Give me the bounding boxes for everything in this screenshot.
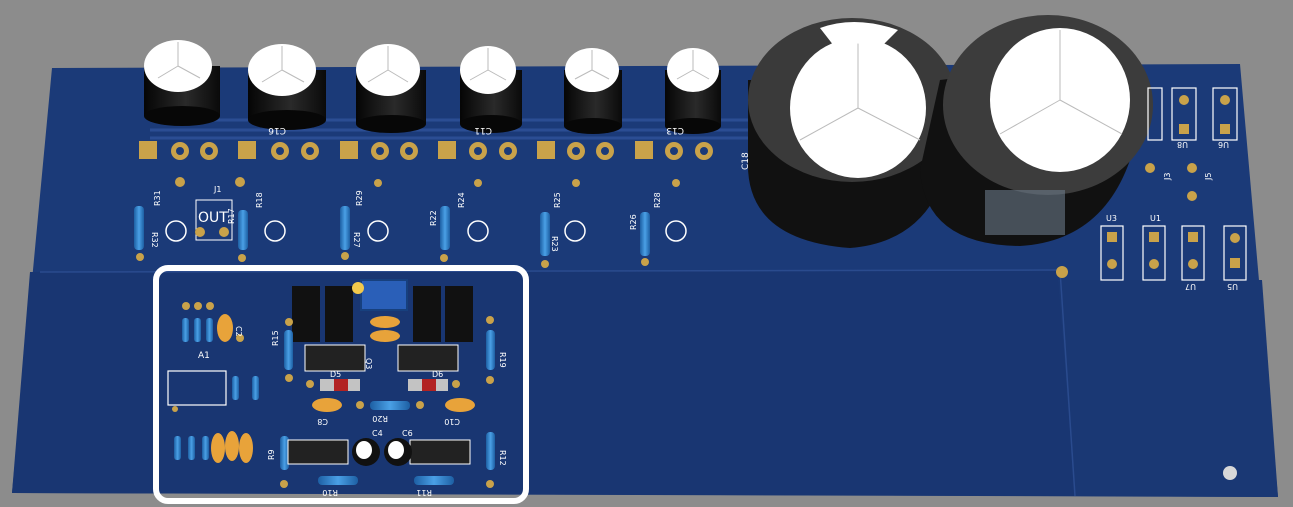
resistor-label: R26 [629,214,638,230]
resistor-label: R32 [150,232,159,248]
cap-label-c13: C13 [666,125,684,135]
svg-text:R12: R12 [498,450,507,466]
main-capacitor-right [920,15,1153,246]
regulator-label: U8 [1177,140,1188,149]
cap-label-c16: C16 [268,125,286,135]
electrolytic-capacitor [564,48,622,134]
main-cap-label: C18 [741,152,751,170]
regulator-footprints [1100,87,1247,281]
svg-text:A1: A1 [198,351,210,361]
electrolytic-capacitor [460,46,522,133]
svg-text:R9: R9 [267,449,276,460]
jumper-label: J5 [1204,173,1213,181]
cap-label-c11: C11 [474,125,492,135]
pad-row [139,141,713,160]
resistor-label: R18 [255,192,264,208]
svg-text:R20: R20 [372,414,388,423]
pcb-board-lower-left [12,270,1075,496]
regulator-label: U6 [1218,140,1229,149]
resistor-label: R25 [553,192,562,208]
resistor-label: R22 [429,210,438,226]
svg-text:C8: C8 [317,417,328,426]
jumper-label: J3 [1163,173,1172,181]
svg-text:R11: R11 [416,488,432,497]
regulator-label: U7 [1185,282,1196,291]
electrolytic-capacitor [144,40,220,126]
svg-text:C10: C10 [444,417,460,426]
pcb-board-right-zone [1058,280,1278,497]
resistor [640,212,650,266]
svg-text:R15: R15 [271,330,280,346]
resistor [440,206,450,262]
svg-text:D5: D5 [330,370,341,379]
highlight-frame [153,265,529,504]
resistor-label: R31 [153,190,162,206]
resistor [540,212,550,268]
main-capacitor-left [747,18,956,248]
electrolytic-capacitor [665,48,721,134]
header-label: J1 [213,185,221,194]
svg-text:C6: C6 [402,429,413,438]
electrolytic-capacitor [356,44,426,133]
resistor-label: R24 [457,192,466,208]
resistor-label: R27 [352,232,361,248]
svg-text:C4: C4 [372,429,383,438]
regulator-pads [1056,95,1240,278]
resistor [134,206,144,261]
resistor-label: R29 [355,190,364,206]
svg-text:C2: C2 [234,326,243,337]
regulator-label: U3 [1106,214,1117,223]
resistor-label: R28 [653,192,662,208]
highlight-components [167,279,495,488]
highlight-labels: A1 R15 R19 R20 R9 R12 R10 R11 C8 C10 C4 … [198,326,507,497]
svg-text:R10: R10 [322,488,338,497]
resistor [340,206,350,260]
output-label: OUT [198,210,228,226]
svg-text:R19: R19 [498,352,507,368]
output-header [165,177,286,242]
electrolytic-capacitor [248,44,326,130]
regulator-label: U1 [1150,214,1161,223]
resistor-label: R23 [550,236,559,252]
trimmer-pad [367,179,687,242]
regulator-label: U5 [1227,282,1238,291]
mounting-hole [1223,466,1237,480]
resistor-label: R17 [227,208,236,224]
svg-text:Q3: Q3 [364,358,373,369]
resistor [238,210,248,262]
svg-text:D6: D6 [432,370,443,379]
